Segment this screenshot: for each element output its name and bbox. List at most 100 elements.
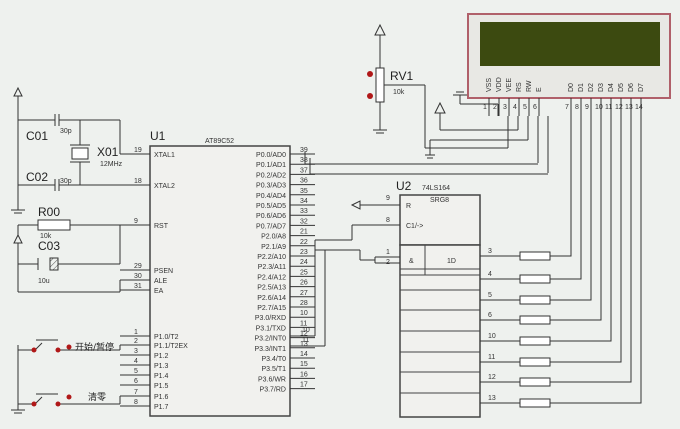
u1-right-pin-name: P0.4/AD4	[256, 193, 286, 200]
lcd-pin-number: 8	[575, 104, 579, 111]
u1-right-pin-number: 24	[300, 259, 308, 266]
u2-output-pin-number: 10	[488, 333, 496, 340]
u1-microcontroller: U1 AT89C52 XTAL119XTAL218RST9PSEN29ALE30…	[120, 129, 315, 417]
u2-output-pin-number: 11	[488, 354, 495, 361]
u1-left-pin-name: EA	[154, 288, 164, 295]
c02-value: 30p	[60, 178, 72, 185]
lcd-pin-name: D5	[618, 83, 625, 92]
u1-left-pin-number: 3	[134, 348, 138, 355]
u1-left-pin-name: P1.0/T2	[154, 334, 179, 341]
u1-ref: U1	[150, 129, 166, 143]
u1-right-pin-name: P0.2/AD2	[256, 172, 286, 179]
u1-right-pin-number: 21	[300, 229, 308, 236]
u1-right-pin-name: P2.7/A15	[257, 305, 286, 312]
lcd-pin-name: D0	[568, 83, 575, 92]
lcd-data-wire	[550, 116, 622, 363]
u1-right-pin-number: 26	[300, 280, 308, 287]
start-pause-button-label: 开始/暂停	[75, 341, 114, 353]
lcd-data-wire	[550, 116, 602, 321]
lcd-pin-number: 14	[635, 104, 643, 111]
r00-ref: R00	[38, 205, 60, 219]
u1-left-pin-name: P1.1/T2EX	[154, 343, 188, 350]
u1-right-pin-name: P2.4/A12	[257, 274, 286, 281]
u2-output-pin-number: 13	[488, 395, 496, 402]
u1-left-pin-name: PSEN	[154, 268, 173, 275]
p0-control-bus	[304, 152, 548, 175]
u1-right-pin-name: P2.1/A9	[261, 244, 286, 251]
u2-clock-pin-label: C1/->	[406, 223, 423, 230]
u1-left-pin-number: 5	[134, 368, 138, 375]
u1-right-pin-name: P2.6/A14	[257, 295, 286, 302]
u1-left-pin-number: 9	[134, 218, 138, 225]
lcd-pin-name: D7	[638, 83, 645, 92]
u2-output-pin-number: 3	[488, 248, 492, 255]
p3-1-wire-label: 11	[302, 337, 309, 344]
u1-right-pin-name: P2.3/A11	[258, 264, 286, 271]
u1-left-pin-name: P1.4	[154, 373, 169, 380]
lcd-pin-name: RS	[516, 82, 523, 92]
potentiometer-rv1: RV1 10k	[367, 23, 509, 149]
output-resistor	[519, 377, 551, 387]
u1-right-pin-number: 28	[300, 300, 308, 307]
lcd-pin-group: VSS1VDD2VEE3RS4RW5E6D07D18D29D310D411D51…	[483, 77, 645, 116]
u1-right-pin-number: 16	[300, 371, 308, 378]
u1-left-pin-name: XTAL2	[154, 183, 175, 190]
u2-output-pin-number: 6	[488, 312, 492, 319]
lcd-pin-number: 7	[565, 104, 569, 111]
u1-right-pin-name: P3.0/RXD	[255, 315, 286, 322]
u1-left-pin-name: P1.7	[154, 404, 169, 411]
u1-right-pin-number: 33	[300, 208, 308, 215]
lcd-screen	[480, 22, 660, 66]
u1-right-pin-number: 22	[300, 239, 308, 246]
u1-body	[149, 145, 291, 417]
u2-output-pin-number: 5	[488, 292, 492, 299]
c01-value: 30p	[60, 128, 72, 135]
u1-right-pin-name: P3.2/INT0	[254, 336, 286, 343]
clock-circuit	[11, 86, 150, 214]
u1-left-pin-name: ALE	[154, 278, 168, 285]
output-resistor	[519, 274, 551, 284]
lcd-pin-name: D1	[578, 83, 585, 92]
output-resistor	[519, 295, 551, 305]
u1-right-pin-name: P0.7/AD7	[256, 223, 286, 230]
lcd-pin-number: 6	[533, 104, 537, 111]
u1-part: AT89C52	[205, 138, 234, 145]
lcd-pin-number: 2	[493, 104, 497, 111]
u1-right-pin-name: P0.0/AD0	[256, 152, 286, 159]
u1-left-pin-number: 19	[134, 147, 142, 154]
u1-right-pin-name: P0.3/AD3	[256, 183, 286, 190]
u1-left-pin-number: 18	[134, 178, 142, 185]
x01-ref: X01	[97, 145, 119, 159]
lcd-pin-number: 5	[523, 104, 527, 111]
lcd-display: VSS1VDD2VEE3RS4RW5E6D07D18D29D310D411D51…	[467, 13, 671, 116]
u1-right-pin-number: 36	[300, 178, 308, 185]
rv1-value: 10k	[393, 89, 405, 96]
u1-right-pin-number: 39	[300, 147, 308, 154]
lcd-pin-name: D6	[628, 83, 635, 92]
u1-left-pin-number: 29	[134, 263, 142, 270]
u1-right-pin-number: 34	[300, 198, 308, 205]
u1-left-pin-number: 2	[134, 338, 138, 345]
u2-part: 74LS164	[422, 185, 450, 192]
u1-right-pin-name: P2.0/A8	[261, 234, 286, 241]
u1-right-pin-number: 10	[300, 310, 308, 317]
u1-right-pin-name: P3.3/INT1	[254, 346, 286, 353]
u2-output-pin-number: 12	[488, 374, 496, 381]
lcd-pin-number: 11	[605, 104, 612, 111]
u1-right-pin-number: 15	[300, 361, 308, 368]
u1-right-pin-number: 23	[300, 249, 308, 256]
lcd-pin-number: 3	[503, 104, 507, 111]
lcd-data-wire	[550, 116, 632, 383]
lcd-pin-number: 13	[625, 104, 633, 111]
u1-right-pin-name: P3.4/T0	[261, 356, 286, 363]
u2-reset-pin-num: 9	[386, 195, 390, 202]
r00-value: 10k	[40, 233, 52, 240]
u1-right-pin-name: P3.5/T1	[261, 366, 286, 373]
u1-right-pins: P0.0/AD039P0.1/AD138P0.2/AD237P0.3/AD336…	[254, 147, 315, 394]
u1-right-pin-number: 25	[300, 269, 308, 276]
lcd-data-wire	[550, 116, 592, 301]
x01-value: 12MHz	[100, 161, 123, 168]
u1-right-pin-name: P0.6/AD6	[256, 213, 286, 220]
